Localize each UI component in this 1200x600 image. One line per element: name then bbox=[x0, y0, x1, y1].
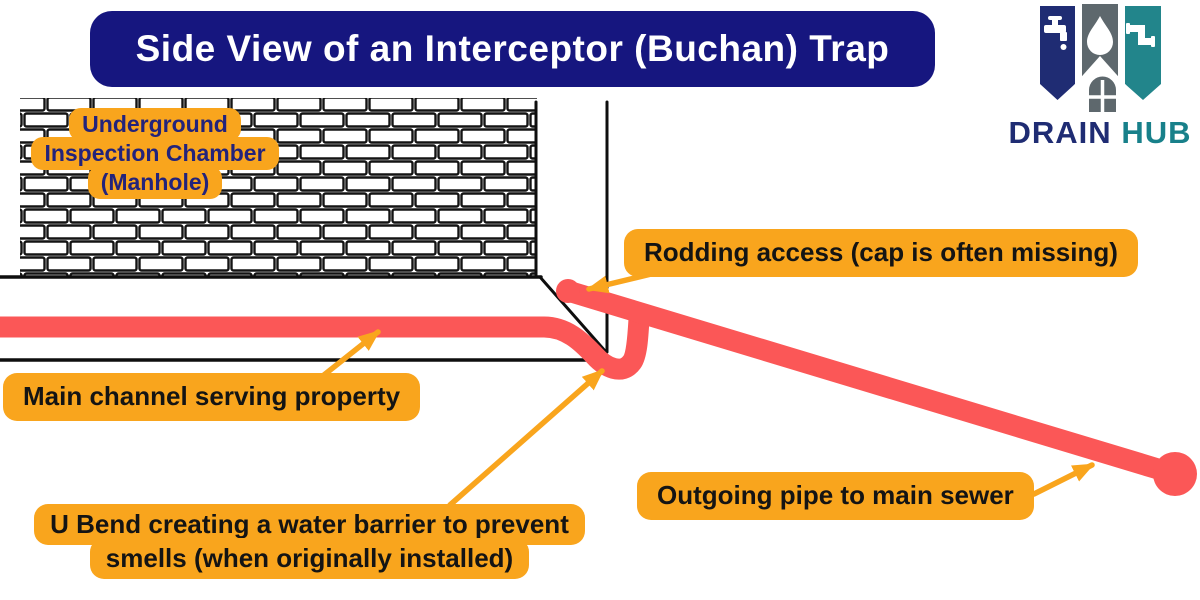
label-inspection-chamber-line1: Underground bbox=[69, 108, 241, 141]
pipework bbox=[0, 279, 1197, 496]
logo-wordmark: DRAIN HUB bbox=[1000, 115, 1200, 151]
droplet-icon bbox=[1087, 16, 1113, 55]
page-title: Side View of an Interceptor (Buchan) Tra… bbox=[135, 28, 890, 69]
logo-word-hub: HUB bbox=[1121, 115, 1192, 150]
house-icon bbox=[1050, 56, 1150, 112]
rodding-stub bbox=[556, 279, 580, 303]
label-outgoing-pipe: Outgoing pipe to main sewer bbox=[637, 472, 1034, 520]
arrow-outgoing-pipe bbox=[1031, 462, 1095, 497]
label-inspection-chamber-line3: (Manhole) bbox=[87, 166, 223, 199]
tap-icon bbox=[1044, 16, 1067, 50]
arrow-u-bend bbox=[447, 368, 605, 508]
sewer-end-blob bbox=[1153, 452, 1197, 496]
label-inspection-chamber-line2: Inspection Chamber bbox=[31, 137, 279, 170]
label-u-bend: U Bend creating a water barrier to preve… bbox=[17, 504, 602, 579]
pipe-icon bbox=[1126, 23, 1155, 47]
label-main-channel: Main channel serving property bbox=[3, 373, 421, 421]
drainhub-logo bbox=[1040, 4, 1161, 112]
label-u-bend-line2: smells (when originally installed) bbox=[89, 538, 530, 579]
chamber-wall-lines bbox=[0, 100, 609, 362]
title-banner: Side View of an Interceptor (Buchan) Tra… bbox=[90, 11, 935, 87]
main-channel-pipe bbox=[0, 308, 650, 380]
label-inspection-chamber: Underground Inspection Chamber (Manhole) bbox=[30, 108, 280, 199]
logo-word-drain: DRAIN bbox=[1008, 115, 1112, 150]
outgoing-pipe bbox=[557, 280, 1169, 480]
label-rodding-access: Rodding access (cap is often missing) bbox=[624, 229, 1138, 277]
